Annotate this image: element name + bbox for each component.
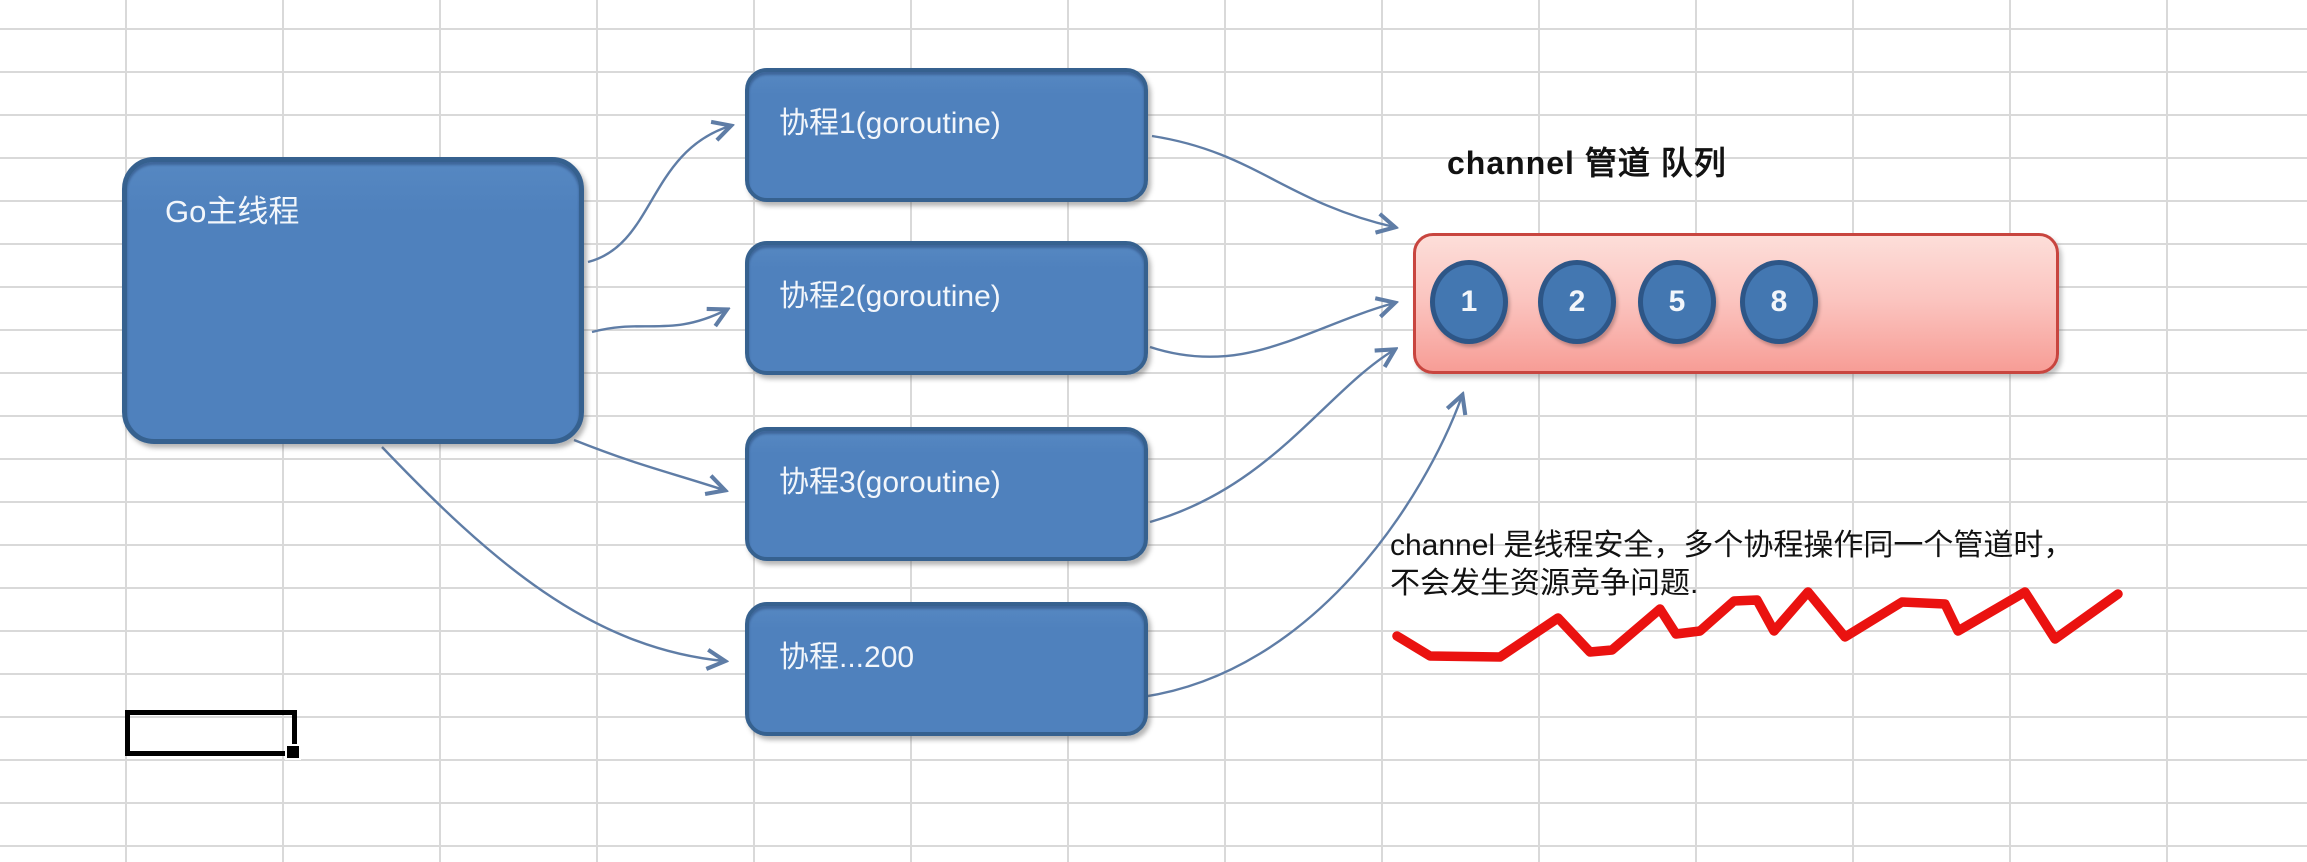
goroutine-box-3[interactable]: 协程3(goroutine) bbox=[745, 427, 1148, 561]
channel-note-line-2: 不会发生资源竞争问题. bbox=[1390, 567, 1699, 600]
goroutine-box-1[interactable]: 协程1(goroutine) bbox=[745, 68, 1148, 202]
queue-item-circle[interactable]: 5 bbox=[1638, 260, 1716, 344]
goroutine-2-label: 协程2(goroutine) bbox=[779, 280, 1001, 313]
queue-item-circle[interactable]: 1 bbox=[1430, 260, 1508, 344]
fill-handle[interactable] bbox=[285, 744, 301, 760]
queue-item-circle[interactable]: 8 bbox=[1740, 260, 1818, 344]
goroutine-3-label: 协程3(goroutine) bbox=[779, 466, 1001, 499]
main-thread-label: Go主线程 bbox=[165, 194, 300, 229]
main-thread-box[interactable]: Go主线程 bbox=[122, 157, 584, 444]
channel-note-line-1: channel 是线程安全，多个协程操作同一个管道时， bbox=[1390, 529, 2074, 562]
channel-note-text: channel 是线程安全，多个协程操作同一个管道时， 不会发生资源竞争问题. bbox=[1390, 527, 2073, 603]
goroutine-box-2[interactable]: 协程2(goroutine) bbox=[745, 241, 1148, 375]
queue-item-circle[interactable]: 2 bbox=[1538, 260, 1616, 344]
channel-queue-title: channel 管道 队列 bbox=[1447, 145, 1727, 181]
goroutine-box-4[interactable]: 协程...200 bbox=[745, 602, 1148, 736]
queue-item-value: 8 bbox=[1770, 285, 1788, 318]
queue-item-value: 1 bbox=[1460, 285, 1478, 318]
queue-item-value: 2 bbox=[1568, 285, 1586, 318]
queue-item-value: 5 bbox=[1668, 285, 1686, 318]
active-cell-selection[interactable] bbox=[125, 710, 301, 760]
channel-queue-box[interactable]: 1 2 5 8 bbox=[1413, 233, 2059, 374]
goroutine-4-label: 协程...200 bbox=[779, 641, 915, 674]
goroutine-1-label: 协程1(goroutine) bbox=[779, 107, 1001, 140]
